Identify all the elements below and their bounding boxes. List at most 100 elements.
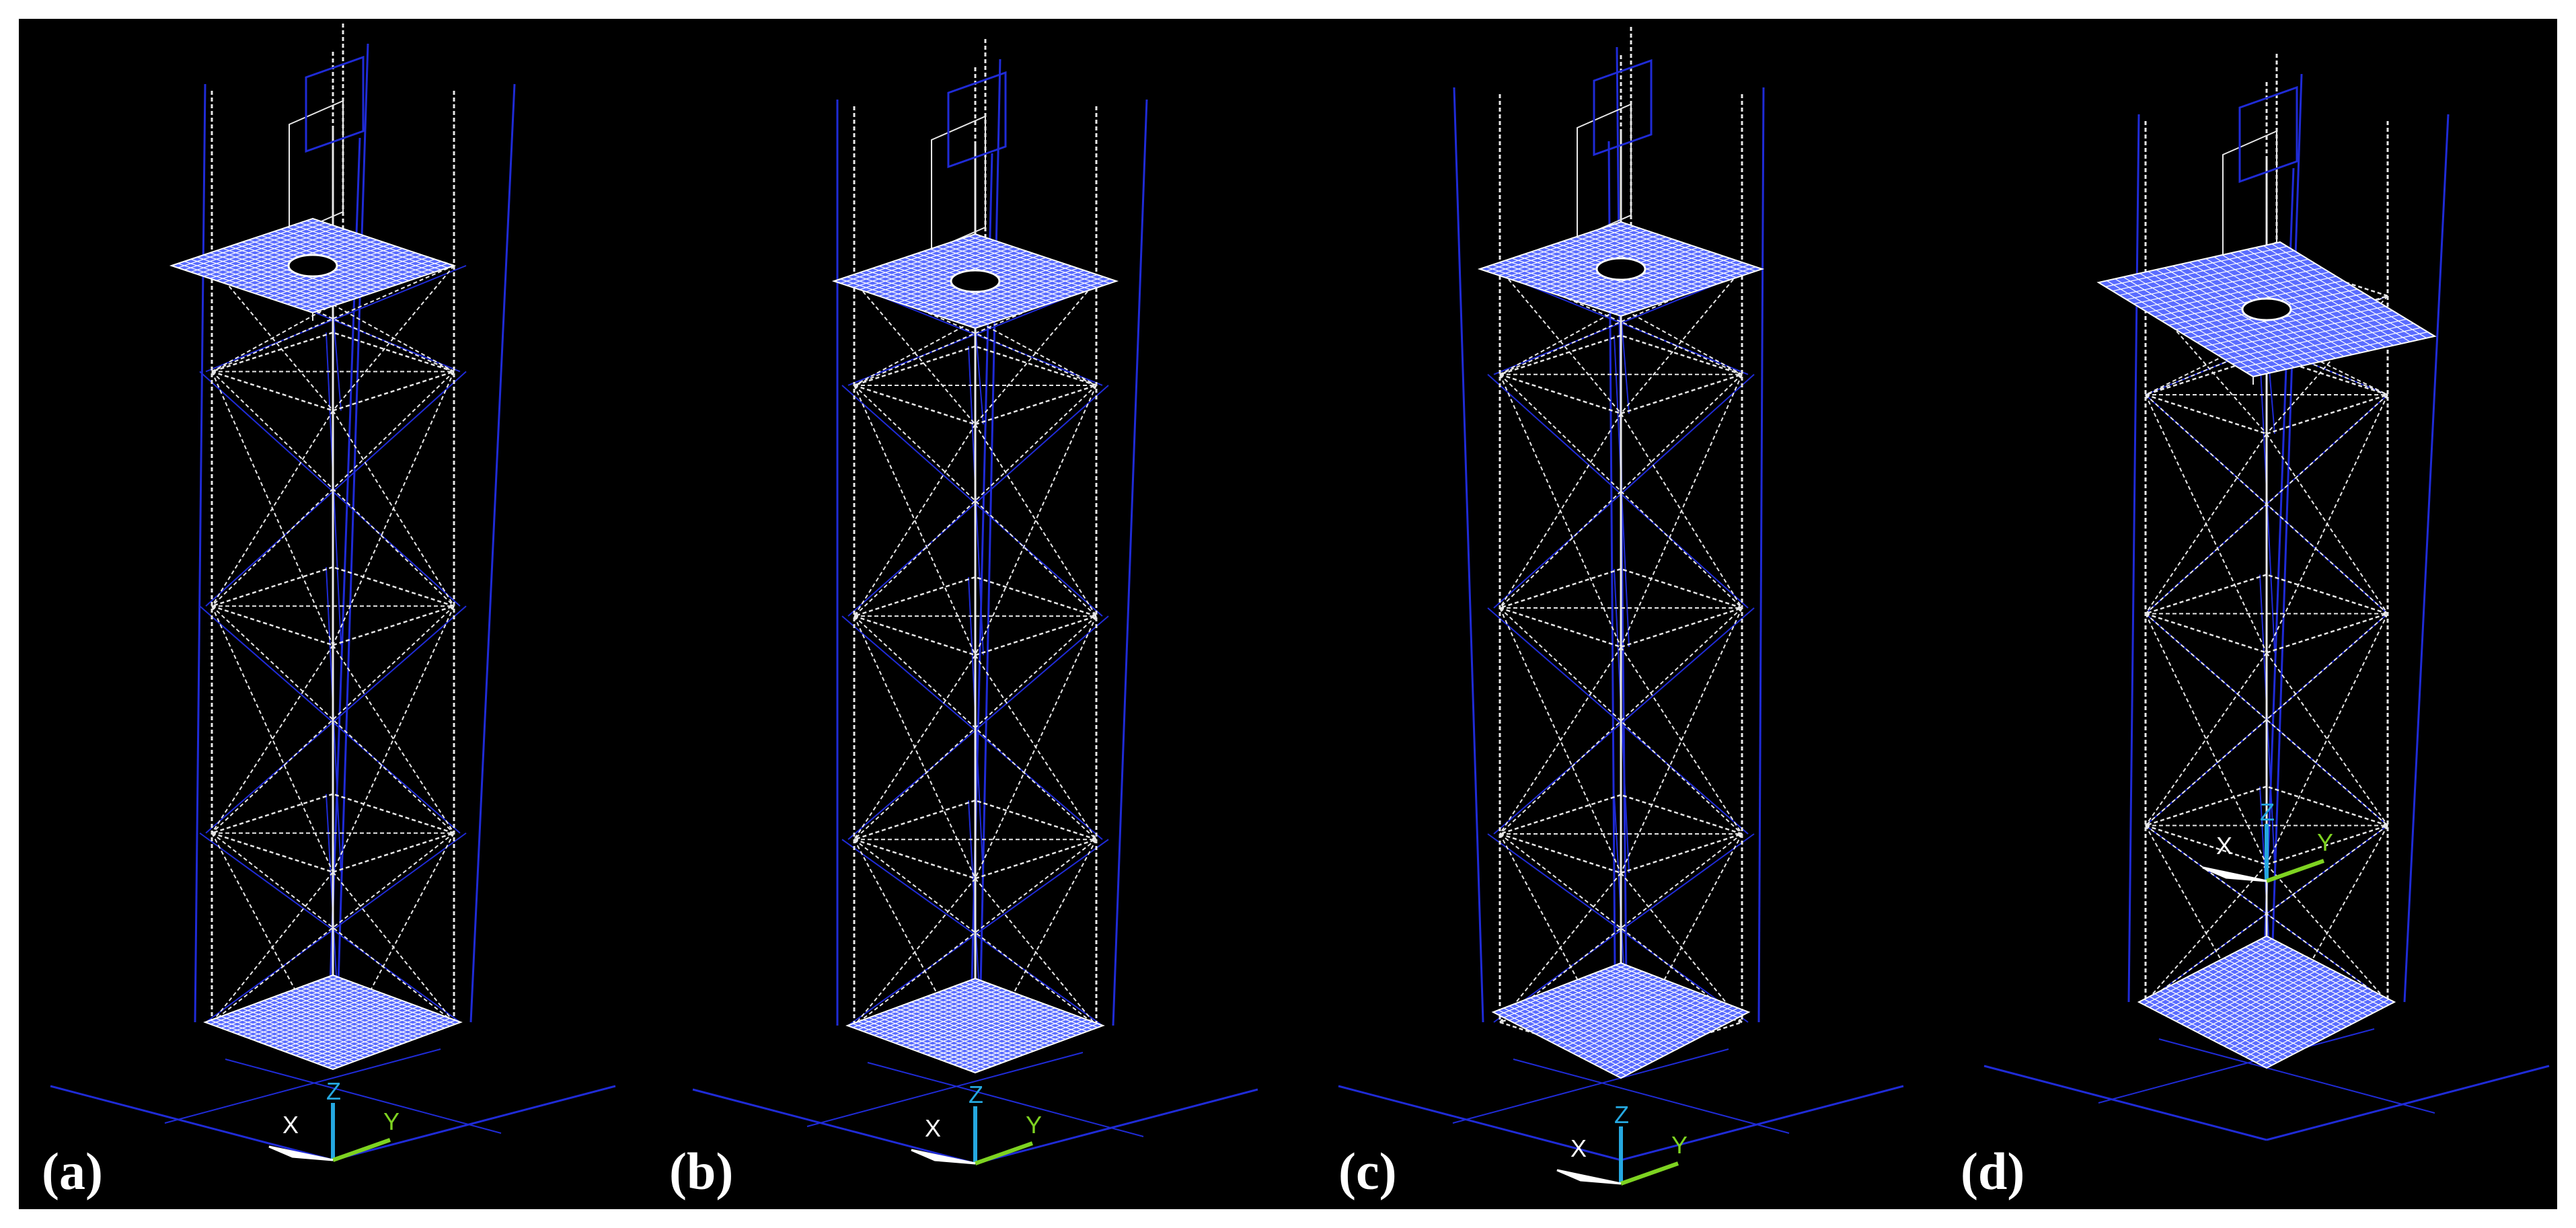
- undeformed-brace: [332, 644, 455, 834]
- top-deck-mesh-grid-line: [293, 258, 435, 307]
- top-deck-mesh-grid-line: [956, 239, 1098, 289]
- undeformed-brace: [1499, 833, 1743, 1023]
- deck-hole: [2241, 297, 2292, 321]
- undeformed-ring: [1499, 568, 1622, 609]
- undeformed-brace: [2145, 864, 2267, 1003]
- deformed-column: [469, 83, 516, 1023]
- undeformed-ring: [854, 615, 976, 656]
- base-mesh-grid-line: [969, 1023, 1098, 1071]
- top-deck-mesh-grid-line: [293, 224, 435, 273]
- tower-model-c: *: [1338, 27, 1904, 1161]
- deformed-brace: [205, 371, 467, 607]
- base-mesh-grid-line: [311, 1013, 440, 1062]
- top-deck-mesh-grid-line: [930, 266, 1072, 314]
- undeformed-ring: [2266, 354, 2388, 396]
- top-deck-mesh-grid-line: [943, 244, 1085, 293]
- top-deck-mesh-grid-line: [1589, 232, 1731, 280]
- base-mesh-grid-line: [1609, 966, 1739, 1018]
- undeformed-brace: [1499, 607, 1622, 874]
- deformed-mast-frame: [1593, 59, 1653, 157]
- undeformed-brace: [332, 410, 455, 607]
- top-deck-mesh-grid-line: [2197, 301, 2379, 343]
- panel-b: * (b) X Y Z: [669, 39, 1258, 1200]
- undeformed-ring: [2145, 574, 2267, 615]
- deck-hole: [1595, 257, 1646, 281]
- undeformed-brace: [1499, 646, 1622, 835]
- top-deck-mesh-grid-line: [936, 246, 1078, 295]
- top-deck-mesh-grid-line: [1575, 254, 1718, 302]
- axis-y-arrow: [2266, 859, 2324, 883]
- deformed-column: [337, 43, 369, 984]
- axis-z-label-c: Z: [1614, 1101, 1629, 1128]
- base-mesh-grid-line: [969, 980, 1098, 1028]
- undeformed-brace: [1620, 307, 1743, 375]
- undeformed-ring: [211, 332, 334, 373]
- axis-x-arrow: [268, 1145, 334, 1161]
- top-deck-mesh-grid-line: [1589, 258, 1731, 306]
- undeformed-brace: [854, 839, 1097, 1026]
- deck-hole: [287, 254, 338, 278]
- top-deck-mesh-grid-line: [1582, 256, 1724, 304]
- base-mesh-grid-line: [2255, 996, 2384, 1063]
- undeformed-ring: [1499, 334, 1622, 375]
- mast-frame: [1577, 103, 1632, 240]
- undeformed-ring: [1620, 373, 1743, 414]
- top-deck-mesh-grid-line: [280, 229, 422, 277]
- top-deck-mesh-grid-line: [280, 254, 422, 303]
- top-deck-mesh-grid-line: [930, 248, 1072, 297]
- undeformed-brace: [332, 605, 455, 873]
- top-deck-mesh-grid-line: [299, 261, 442, 309]
- undeformed-brace: [2145, 825, 2267, 1042]
- base-mesh-grid-line: [2261, 938, 2390, 1005]
- panel-label-d: (d): [1961, 1142, 2024, 1200]
- undeformed-brace: [211, 605, 334, 873]
- undeformed-brace: [854, 615, 1097, 840]
- top-deck-mesh-grid-line: [2246, 332, 2428, 373]
- undeformed-brace: [975, 280, 1097, 425]
- undeformed-brace: [854, 385, 1097, 617]
- base-mesh-grid-line: [2250, 944, 2379, 1011]
- deformed-column: [979, 59, 1001, 987]
- ground-edge: [1338, 1085, 1622, 1161]
- undeformed-brace: [854, 878, 976, 1026]
- undeformed-brace: [2145, 433, 2267, 615]
- deformed-brace: [205, 832, 467, 1023]
- base-mesh-grid-line: [327, 1020, 456, 1068]
- undeformed-ring: [211, 832, 334, 873]
- axis-y-arrow: [975, 1141, 1033, 1165]
- top-deck-mesh-grid-line: [287, 256, 429, 305]
- base-mesh-grid-line: [959, 984, 1088, 1032]
- deformed-column: [194, 83, 206, 1023]
- undeformed-brace: [1499, 872, 1622, 1023]
- undeformed-brace: [854, 654, 976, 840]
- deformed-brace: [841, 615, 1103, 841]
- deformed-brace: [847, 385, 1109, 617]
- axis-x-arrow: [911, 1149, 976, 1165]
- top-deck-mesh-grid-line: [1614, 266, 1756, 315]
- undeformed-ring: [332, 605, 455, 646]
- axis-triad-c: X Y Z: [1556, 1101, 1688, 1186]
- top-deck-mesh-grid-line: [1607, 264, 1750, 313]
- base-mesh-grid-line: [1599, 1003, 1728, 1068]
- ground-edge: [50, 1085, 334, 1161]
- top-deck-mesh-grid-line: [299, 222, 442, 270]
- deformed-mast-frame: [305, 55, 365, 153]
- deformed-mast-frame: [947, 71, 1007, 169]
- undeformed-brace: [2145, 394, 2388, 615]
- top-deck-mesh-grid-line: [2271, 243, 2427, 339]
- top-deck-mesh-grid-line: [949, 242, 1092, 291]
- deformed-brace: [199, 371, 461, 607]
- undeformed-brace: [1499, 607, 1743, 835]
- deformed-column: [2271, 73, 2303, 964]
- undeformed-brace: [854, 424, 976, 617]
- undeformed-brace: [854, 319, 976, 386]
- top-deck-mesh-grid-line: [1575, 236, 1718, 284]
- undeformed-ring: [2266, 613, 2388, 654]
- undeformed-brace: [211, 832, 455, 1023]
- axis-y-arrow: [1620, 1161, 1679, 1186]
- axis-z-label-d: Z: [2260, 798, 2275, 826]
- ground-edge: [2266, 1065, 2550, 1141]
- mast-frame: [931, 115, 986, 252]
- tower-model-d: *: [1983, 54, 2550, 1141]
- deformed-brace: [841, 839, 1103, 1026]
